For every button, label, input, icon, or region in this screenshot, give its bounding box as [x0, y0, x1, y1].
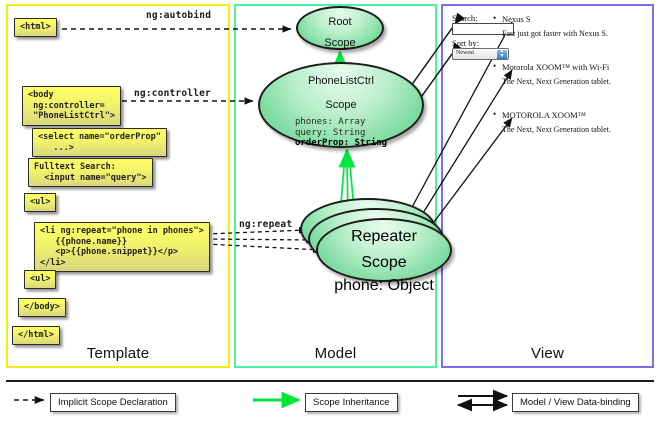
legend-item-model-view-data-binding: Model / View Data-binding — [512, 393, 639, 412]
scope-repeater-title-2: Scope — [361, 254, 407, 271]
sort-by-select[interactable]: Newest ▲▼ — [452, 48, 509, 60]
template-box-ul-close: <ul> — [24, 270, 57, 289]
sort-by-label: Sort by: — [452, 38, 480, 48]
legend-item-scope-inheritance: Scope Inheritance — [305, 393, 398, 412]
scope-repeater-properties: phone: Object — [318, 277, 450, 295]
edge-label-repeat: ng:repeat — [239, 219, 293, 230]
scope-root-title-2: Scope — [324, 36, 356, 49]
template-box-li: <li ng:repeat="phone in phones"> {{phone… — [34, 222, 210, 272]
panel-view-title: View — [530, 345, 565, 362]
edge-label-controller: ng:controller — [134, 88, 211, 99]
phone-name: Motorola XOOM™ with Wi-Fi — [493, 61, 641, 73]
view-content: Search: Sort by: Newest ▲▼ Nexus S Fast … — [449, 10, 648, 362]
scope-repeater: Repeater Scope phone: Object — [316, 218, 452, 294]
scope-property: query: String — [294, 127, 366, 138]
scope-root-title-1: Root — [328, 16, 352, 28]
template-box-body: <body ng:controller= "PhoneListCtrl"> — [22, 86, 121, 126]
phone-snippet: The Next, Next Generation tablet. — [502, 77, 611, 86]
scope-phonelistctrl-title-2: Scope — [325, 98, 357, 111]
search-input[interactable] — [452, 23, 514, 35]
scope-repeater-title-1: Repeater — [351, 228, 417, 245]
sort-by-selected-value: Newest — [456, 50, 474, 56]
search-label: Search: — [452, 13, 478, 23]
chevron-updown-icon: ▲▼ — [497, 49, 507, 59]
list-item[interactable]: Motorola XOOM™ with Wi-Fi The Next, Next… — [493, 61, 641, 87]
scope-phonelistctrl-title-1: PhoneListCtrl — [307, 75, 375, 87]
scope-phonelistctrl: PhoneListCtrl Scope phones: Array query:… — [258, 62, 424, 148]
phone-name: Nexus S — [493, 13, 641, 25]
scope-property: phones: Array — [294, 117, 366, 127]
panel-model: Model — [234, 4, 437, 368]
scope-property: orderProp: String — [294, 138, 388, 148]
list-item[interactable]: MOTOROLA XOOM™ The Next, Next Generation… — [493, 109, 641, 135]
phone-snippet: Fast just got faster with Nexus S. — [502, 29, 608, 38]
scope-root: Root Scope — [296, 6, 384, 50]
template-box-ul-open: <ul> — [24, 193, 57, 212]
scope-phonelistctrl-properties: phones: Array query: String orderProp: S… — [295, 117, 387, 149]
template-box-html-end: </html> — [12, 326, 60, 345]
legend-divider — [6, 380, 654, 382]
template-box-search: Fulltext Search: <input name="query"> — [28, 158, 153, 187]
phone-name: MOTOROLA XOOM™ — [493, 109, 641, 121]
panel-template-title: Template — [86, 345, 150, 362]
template-box-select: <select name="orderProp" ...> — [32, 128, 167, 157]
panel-model-title: Model — [314, 345, 357, 362]
template-box-body-end: </body> — [18, 298, 66, 317]
scope-property: phone: Object — [334, 277, 434, 294]
phone-snippet: The Next, Next Generation tablet. — [502, 125, 611, 134]
list-item[interactable]: Nexus S Fast just got faster with Nexus … — [493, 13, 641, 39]
template-box-html: <html> — [14, 18, 57, 37]
legend-item-implicit-scope-declaration: Implicit Scope Declaration — [50, 393, 176, 412]
edge-label-autobind: ng:autobind — [146, 10, 212, 21]
